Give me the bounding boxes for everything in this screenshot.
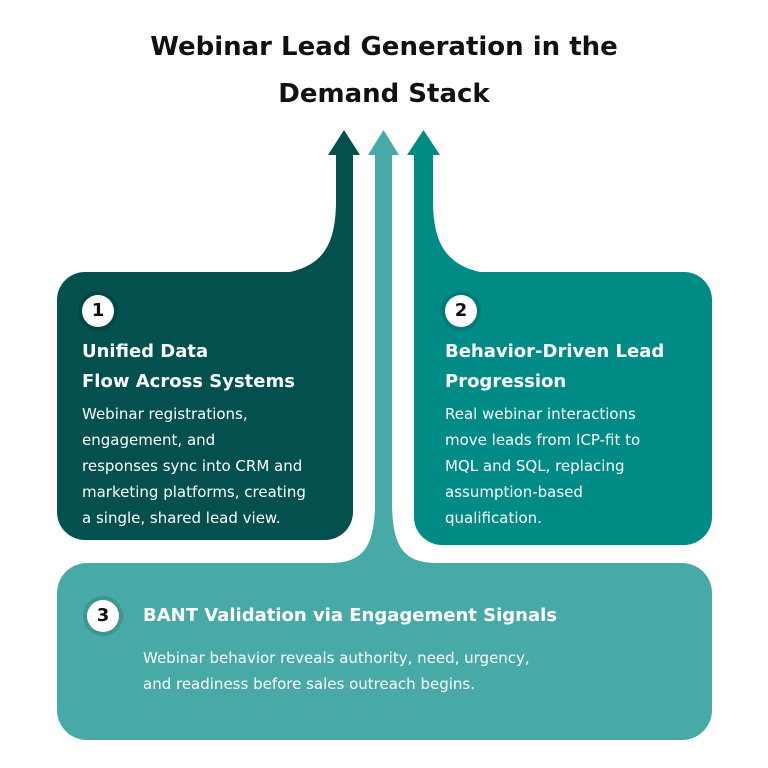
card-2-body: Real webinar interactions move leads from…	[445, 401, 640, 531]
step-number-badge: 1	[82, 295, 114, 327]
card-2-arrow-shape	[407, 130, 712, 545]
heading-line: Progression	[445, 371, 567, 392]
title-line: Webinar Lead Generation in the	[150, 32, 618, 62]
body-line: and readiness before sales outreach begi…	[143, 675, 475, 693]
body-line: MQL and SQL, replacing	[445, 457, 625, 475]
heading-line: Unified Data	[82, 341, 209, 362]
card-3-heading: BANT Validation via Engagement Signals	[143, 605, 558, 626]
body-line: Webinar behavior reveals authority, need…	[143, 649, 530, 667]
card-3-body: Webinar behavior reveals authority, need…	[143, 645, 530, 697]
body-line: a single, shared lead view.	[82, 509, 281, 527]
body-line: Webinar registrations,	[82, 405, 248, 423]
body-line: Real webinar interactions	[445, 405, 636, 423]
heading-line: Flow Across Systems	[82, 371, 295, 392]
body-line: qualification.	[445, 509, 542, 527]
heading-line: Behavior-Driven Lead	[445, 341, 665, 362]
title-line: Demand Stack	[278, 79, 490, 109]
body-line: assumption-based	[445, 483, 583, 501]
body-line: engagement, and	[82, 431, 216, 449]
card-1-body: Webinar registrations, engagement, and res…	[82, 401, 306, 531]
body-line: responses sync into CRM and	[82, 457, 303, 475]
step-number-badge: 2	[445, 295, 477, 327]
body-line: move leads from ICP-fit to	[445, 431, 641, 449]
step-number-badge: 3	[87, 600, 119, 632]
body-line: marketing platforms, creating	[82, 483, 306, 501]
card-3-arrow-shape	[57, 130, 712, 740]
card-1-arrow-shape	[57, 130, 360, 540]
